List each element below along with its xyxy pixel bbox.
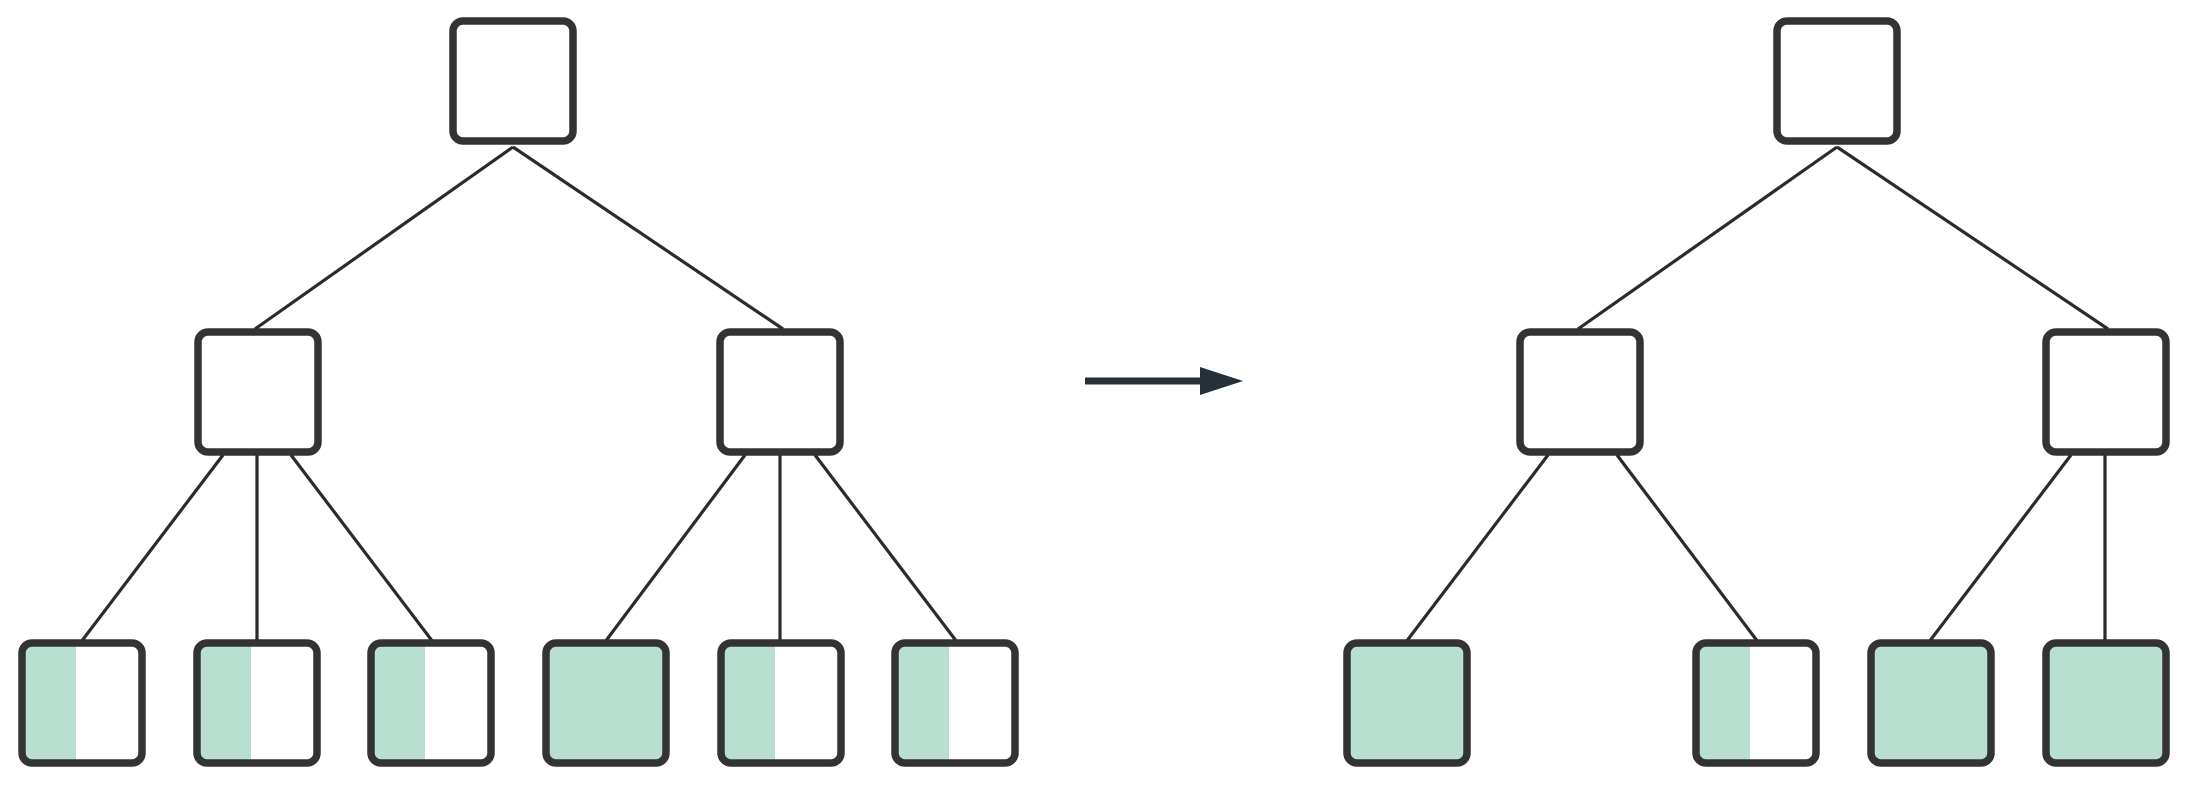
before-leaf-node-3-fill (371, 643, 425, 763)
before-leaf-node-2 (193, 639, 321, 767)
after-leaf-edge-3 (1927, 454, 2073, 643)
before-leaf-node-3-frame (367, 639, 495, 767)
before-internal-node-1-frame (194, 328, 322, 456)
before-root-edge-2 (512, 145, 784, 331)
after-tree-edges (1404, 145, 2109, 643)
after-root-node-frame (1773, 17, 1901, 145)
after-root-node (1773, 17, 1901, 145)
before-root-node-frame (449, 17, 577, 145)
after-leaf-node-2 (1692, 639, 1820, 767)
after-internal-node-1-frame (1516, 328, 1644, 456)
before-root-edge-1 (254, 145, 514, 331)
after-tree-nodes (1343, 17, 2170, 767)
before-tree-edges (79, 145, 959, 643)
after-leaf-node-2-fill (1696, 643, 1750, 763)
after-leaf-edge-1 (1404, 454, 1550, 643)
before-leaf-node-4-frame (542, 639, 670, 767)
after-leaf-node-2-frame (1692, 639, 1820, 767)
after-internal-node-2 (2042, 328, 2170, 456)
before-leaf-node-6-frame (891, 639, 1019, 767)
after-leaf-node-4 (2042, 639, 2170, 767)
before-leaf-node-1 (18, 639, 146, 767)
after-leaf-node-3 (1867, 639, 1995, 767)
before-tree (18, 17, 1019, 767)
before-leaf-node-3 (367, 639, 495, 767)
after-root-edge-2 (1836, 145, 2109, 331)
after-leaf-node-1 (1343, 639, 1471, 767)
before-leaf-node-4-fill (546, 643, 666, 763)
before-internal-node-2-frame (716, 328, 844, 456)
before-leaf-node-5-frame (717, 639, 845, 767)
right-arrow-icon (1200, 367, 1243, 395)
before-leaf-node-5-fill (721, 643, 775, 763)
before-leaf-edge-6 (813, 454, 959, 643)
after-root-edge-1 (1577, 145, 1838, 331)
before-leaf-edge-3 (289, 454, 435, 643)
after-leaf-node-1-fill (1347, 643, 1467, 763)
before-leaf-node-2-frame (193, 639, 321, 767)
after-tree (1343, 17, 2170, 767)
before-tree-nodes (18, 17, 1019, 767)
before-leaf-node-1-frame (18, 639, 146, 767)
before-internal-node-1 (194, 328, 322, 456)
transition-arrow (1085, 367, 1243, 395)
before-leaf-node-1-fill (22, 643, 76, 763)
after-internal-node-2-frame (2042, 328, 2170, 456)
before-leaf-node-5 (717, 639, 845, 767)
before-leaf-edge-4 (603, 454, 747, 643)
before-leaf-node-6 (891, 639, 1019, 767)
after-leaf-node-3-frame (1867, 639, 1995, 767)
before-leaf-edge-1 (79, 454, 225, 643)
after-internal-node-1 (1516, 328, 1644, 456)
after-leaf-node-4-frame (2042, 639, 2170, 767)
before-internal-node-2 (716, 328, 844, 456)
before-leaf-node-4 (542, 639, 670, 767)
after-leaf-node-3-fill (1871, 643, 1991, 763)
before-root-node (449, 17, 577, 145)
before-leaf-node-6-fill (895, 643, 949, 763)
after-leaf-node-1-frame (1343, 639, 1471, 767)
after-leaf-node-4-fill (2046, 643, 2166, 763)
before-leaf-node-2-fill (197, 643, 251, 763)
after-leaf-edge-2 (1615, 454, 1760, 643)
